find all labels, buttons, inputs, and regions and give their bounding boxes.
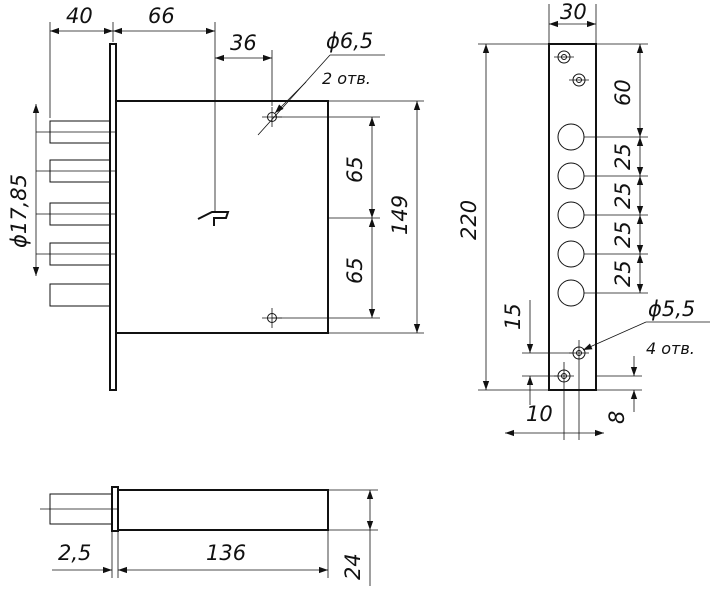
hole-count-label: 2 отв.: [322, 69, 371, 88]
dim-25-b: 25: [611, 182, 635, 209]
side-hole-count: 4 отв.: [646, 339, 695, 358]
dim-15: 15: [501, 303, 525, 330]
dim-2-5: 2,5: [58, 541, 91, 565]
dim-65-lower: 65: [343, 257, 367, 284]
dim-66: 66: [148, 4, 175, 28]
dim-bolt-diameter: ϕ17,85: [7, 174, 31, 248]
dim-149: 149: [388, 195, 412, 235]
side-view: 30 60 25 25 25 25 220 15 ϕ5,5 4 отв.: [457, 0, 710, 440]
bottom-view: 2,5 136 24: [40, 486, 378, 586]
dim-24: 24: [341, 553, 365, 580]
dim-60: 60: [611, 79, 635, 106]
dim-65-upper: 65: [343, 156, 367, 183]
dim-136: 136: [206, 541, 246, 565]
cam-symbol: [197, 211, 230, 226]
hole-diameter-label: ϕ6,5: [326, 29, 373, 53]
dim-30: 30: [560, 0, 587, 24]
face-plate-front: [548, 43, 597, 391]
dim-25-a: 25: [611, 143, 635, 170]
dim-10: 10: [526, 402, 553, 426]
bottom-body: [117, 489, 329, 531]
dim-40: 40: [66, 4, 93, 28]
dim-25-c: 25: [611, 221, 635, 248]
front-view: 40 66 36 ϕ6,5 2 отв. ϕ17,85 65 65 149: [7, 4, 424, 391]
dim-36: 36: [230, 31, 257, 55]
bolt-5: [49, 283, 111, 307]
side-hole-diameter: ϕ5,5: [648, 297, 695, 321]
dim-220: 220: [457, 200, 481, 240]
dim-8: 8: [605, 411, 629, 424]
dim-25-d: 25: [611, 260, 635, 287]
bolts: [36, 120, 116, 307]
